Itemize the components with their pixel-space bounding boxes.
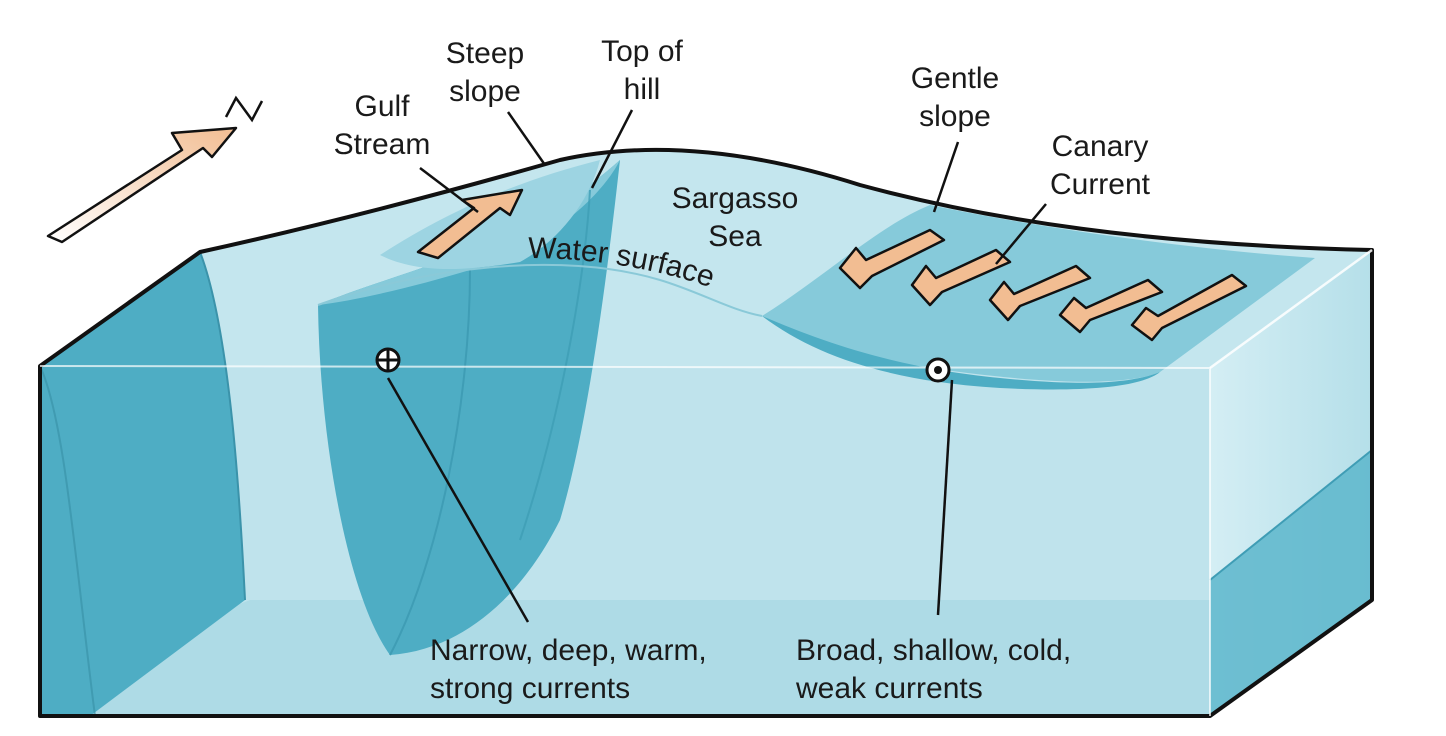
out-of-page-symbol xyxy=(927,359,949,381)
label-line: Gentle xyxy=(885,60,1025,98)
west-current-note: Narrow, deep, warm, strong currents xyxy=(430,632,707,708)
label-line: Sargasso xyxy=(655,180,815,218)
label-line: strong currents xyxy=(430,670,707,708)
label-line: Stream xyxy=(322,126,442,164)
top-of-hill-label: Top of hill xyxy=(572,33,712,109)
gulf-stream-label: Gulf Stream xyxy=(322,88,442,164)
label-line: Top of xyxy=(572,33,712,71)
canary-current-label: Canary Current xyxy=(1030,128,1170,204)
label-line: slope xyxy=(425,73,545,111)
east-current-note: Broad, shallow, cold, weak currents xyxy=(796,632,1071,708)
label-line: Gulf xyxy=(322,88,442,126)
sargasso-sea-label: Sargasso Sea xyxy=(655,180,815,256)
label-line: Steep xyxy=(425,35,545,73)
label-line: Sea xyxy=(655,218,815,256)
into-page-symbol xyxy=(377,349,399,371)
label-line: Broad, shallow, cold, xyxy=(796,632,1071,670)
label-line: hill xyxy=(572,71,712,109)
label-line: slope xyxy=(885,98,1025,136)
north-arrow xyxy=(48,98,262,242)
north-letter-icon xyxy=(226,98,262,120)
label-line: weak currents xyxy=(796,670,1071,708)
label-line: Narrow, deep, warm, xyxy=(430,632,707,670)
steep-slope-label: Steep slope xyxy=(425,35,545,111)
gentle-slope-label: Gentle slope xyxy=(885,60,1025,136)
label-line: Canary xyxy=(1030,128,1170,166)
north-arrow-shape xyxy=(48,128,236,242)
label-line: Current xyxy=(1030,166,1170,204)
